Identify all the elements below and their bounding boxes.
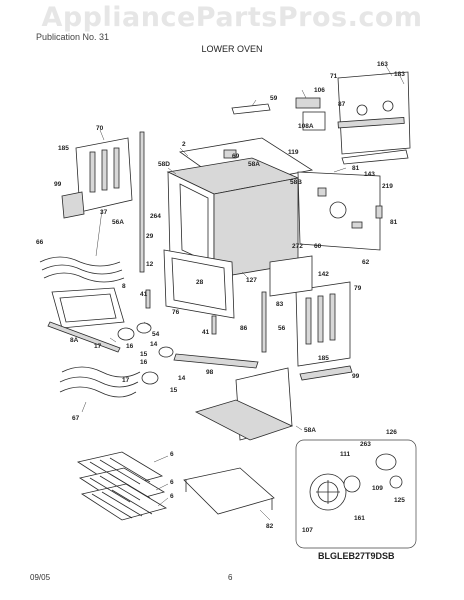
callout-62: 62 xyxy=(362,259,370,266)
callout-15-bottom: 15 xyxy=(170,387,178,394)
callout-6-middle: 6 xyxy=(170,479,174,486)
convection-fan-inset xyxy=(295,439,417,549)
publication-header: Publication No. 31 xyxy=(36,32,110,42)
side-panel-left-part xyxy=(61,137,133,219)
panel-142-part xyxy=(269,255,313,297)
callout-143: 143 xyxy=(364,171,375,178)
callout-41-bottom: 41 xyxy=(202,329,210,336)
callout-69: 69 xyxy=(232,153,240,160)
rail-right-part xyxy=(261,291,267,353)
callout-79: 79 xyxy=(354,285,362,292)
callout-161: 161 xyxy=(354,515,365,522)
door-frame-part xyxy=(145,249,235,335)
callout-66: 66 xyxy=(36,239,44,246)
callout-87: 87 xyxy=(338,101,346,108)
callout-58b: 58B xyxy=(290,179,302,186)
sensor-part xyxy=(223,149,237,159)
callout-58a: 58A xyxy=(304,427,316,434)
oven-cavity-part xyxy=(166,157,300,279)
callout-272: 272 xyxy=(292,243,303,250)
callout-106: 106 xyxy=(314,87,325,94)
callout-83: 83 xyxy=(276,301,284,308)
callout-15-top: 15 xyxy=(140,351,148,358)
callout-219: 219 xyxy=(382,183,393,190)
callout-76: 76 xyxy=(172,309,180,316)
callout-2: 2 xyxy=(182,141,186,148)
callout-16-bottom: 16 xyxy=(140,359,148,366)
callout-17-bottom: 17 xyxy=(122,377,130,384)
callout-8a: 8A xyxy=(70,337,79,344)
callout-98: 98 xyxy=(206,369,214,376)
callout-6-bottom: 6 xyxy=(170,493,174,500)
callout-111: 111 xyxy=(340,451,351,458)
callout-107: 107 xyxy=(302,527,313,534)
rail-left-part xyxy=(139,131,145,273)
watermark-text: AppliancePartsPros.com xyxy=(41,2,423,33)
callout-54: 54 xyxy=(152,331,160,338)
leader-lines xyxy=(81,65,405,521)
broil-element-part xyxy=(59,366,141,398)
callout-108a: 108A xyxy=(298,123,314,130)
callout-14-top: 14 xyxy=(150,341,158,348)
callout-163: 163 xyxy=(377,61,388,68)
callout-58d: 58D xyxy=(158,161,170,168)
callout-142: 142 xyxy=(318,271,329,278)
callout-29-top: 29 xyxy=(146,233,154,240)
callout-16-top: 16 xyxy=(126,343,134,350)
callout-183: 183 xyxy=(394,71,405,78)
callout-81-right: 81 xyxy=(390,219,398,226)
callout-71: 71 xyxy=(330,73,338,80)
callout-263: 263 xyxy=(360,441,371,448)
bake-element-part xyxy=(39,256,125,283)
callout-28: 28 xyxy=(196,279,204,286)
footer-date: 09/05 xyxy=(30,573,51,582)
callout-119: 119 xyxy=(288,149,299,156)
callout-99-top: 99 xyxy=(54,181,62,188)
section-title: LOWER OVEN xyxy=(201,44,263,54)
callout-67: 67 xyxy=(72,415,80,422)
callout-82: 82 xyxy=(266,523,274,530)
trim-strip-part xyxy=(47,321,121,353)
callout-264: 264 xyxy=(150,213,161,220)
callout-125: 125 xyxy=(394,497,405,504)
callout-56: 56 xyxy=(278,325,286,332)
bottom-tray-part xyxy=(194,367,294,441)
callout-185: 185 xyxy=(58,145,69,152)
callout-86: 86 xyxy=(240,325,248,332)
callout-81-top: 81 xyxy=(352,165,360,172)
model-code-label: BLGLEB27T9DSB xyxy=(318,551,395,561)
callout-17-top: 17 xyxy=(94,343,102,350)
footer-page-number: 6 xyxy=(228,573,233,582)
callout-6-top: 6 xyxy=(170,451,174,458)
side-panel-79-part xyxy=(295,281,353,381)
terminal-block-part xyxy=(295,97,326,131)
callout-labels: 163 183 71 87 106 59 108A 70 185 2 69 58… xyxy=(36,61,405,534)
callout-14-bottom: 14 xyxy=(178,375,186,382)
broil-pan-part xyxy=(51,287,125,329)
callout-109: 109 xyxy=(372,485,383,492)
callout-59: 59 xyxy=(270,95,278,102)
bracket-part xyxy=(231,103,271,115)
back-panel-part xyxy=(337,71,411,165)
callout-99-right: 99 xyxy=(352,373,360,380)
callout-127: 127 xyxy=(246,277,257,284)
callout-37: 37 xyxy=(100,209,108,216)
callout-8: 8 xyxy=(122,283,126,290)
callout-59a: 58A xyxy=(248,161,260,168)
side-panel-right-part xyxy=(297,171,383,251)
callout-126: 126 xyxy=(386,429,397,436)
bottom-pan-part xyxy=(183,467,275,515)
callout-60: 60 xyxy=(314,243,322,250)
callout-185-right: 185 xyxy=(318,355,329,362)
callout-12: 12 xyxy=(146,261,154,268)
lower-bar-part xyxy=(173,353,259,369)
callout-41-top: 41 xyxy=(140,291,148,298)
oven-rack-part xyxy=(76,451,168,521)
callout-56a: 56A xyxy=(112,219,124,226)
callout-70: 70 xyxy=(96,125,104,132)
knob-group-part xyxy=(117,322,174,385)
